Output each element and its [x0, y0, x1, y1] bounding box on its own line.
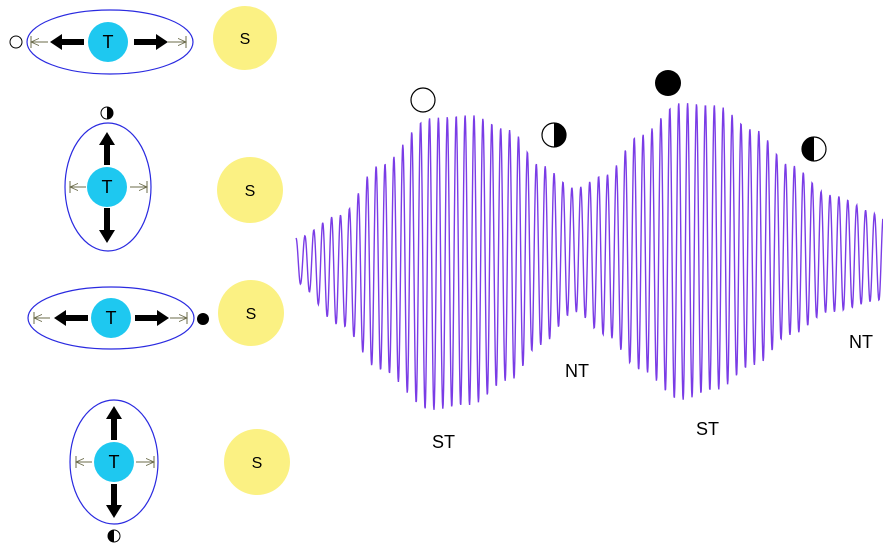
- bold-arrow-icon: [134, 34, 168, 50]
- neap-tide-label: NT: [565, 361, 589, 381]
- orbit-ellipse: [26, 9, 194, 75]
- configuration-3: T S: [27, 280, 284, 350]
- sun-circle: [213, 6, 277, 70]
- thin-arrow-icon: [70, 181, 86, 193]
- spring-tide-label: ST: [696, 419, 719, 439]
- thin-arrow-icon: [31, 36, 48, 48]
- last-quarter-icon: [107, 529, 121, 543]
- sun-circle: [218, 280, 284, 346]
- new-moon-icon: [410, 87, 436, 113]
- orbit-ellipse: [64, 122, 152, 252]
- earth-circle: [87, 167, 127, 207]
- thin-arrow-icon: [130, 181, 147, 193]
- last-quarter-icon: [801, 136, 827, 162]
- configuration-4: T S: [69, 399, 290, 543]
- first-quarter-icon: [541, 122, 567, 148]
- thin-arrow-icon: [170, 312, 187, 324]
- earth-circle: [91, 298, 131, 338]
- bold-arrow-icon: [106, 484, 122, 518]
- new-moon-icon: [9, 35, 23, 49]
- thin-arrow-icon: [168, 36, 186, 48]
- bold-arrow-icon: [135, 310, 169, 326]
- bold-arrow-icon: [106, 406, 122, 440]
- earth-circle: [88, 22, 128, 62]
- orbit-ellipse: [69, 399, 159, 525]
- sun-circle: [217, 157, 283, 223]
- bold-arrow-icon: [54, 310, 88, 326]
- bold-arrow-icon: [99, 132, 115, 165]
- tide-waveform: [295, 103, 883, 410]
- earth-circle: [94, 442, 134, 482]
- earth-label: T: [109, 452, 120, 472]
- sun-label: S: [252, 455, 263, 472]
- bold-arrow-icon: [99, 208, 115, 243]
- spring-tide-label: ST: [432, 432, 455, 452]
- configuration-1: T S: [9, 6, 277, 75]
- sun-label: S: [245, 183, 256, 200]
- tide-wave-line: [295, 103, 883, 410]
- neap-tide-label: NT: [849, 332, 873, 352]
- configuration-2: T S: [64, 106, 283, 252]
- full-moon-icon: [197, 313, 209, 325]
- earth-label: T: [102, 177, 113, 197]
- full-moon-icon: [655, 70, 681, 96]
- thin-arrow-icon: [136, 456, 154, 468]
- bold-arrow-icon: [50, 34, 84, 50]
- thin-arrow-icon: [34, 312, 50, 324]
- sun-circle: [224, 429, 290, 495]
- sun-label: S: [246, 306, 257, 323]
- orbit-ellipse: [27, 286, 195, 350]
- sun-label: S: [240, 31, 251, 48]
- first-quarter-icon: [100, 106, 114, 120]
- thin-arrow-icon: [76, 456, 92, 468]
- earth-label: T: [106, 308, 117, 328]
- earth-label: T: [103, 32, 114, 52]
